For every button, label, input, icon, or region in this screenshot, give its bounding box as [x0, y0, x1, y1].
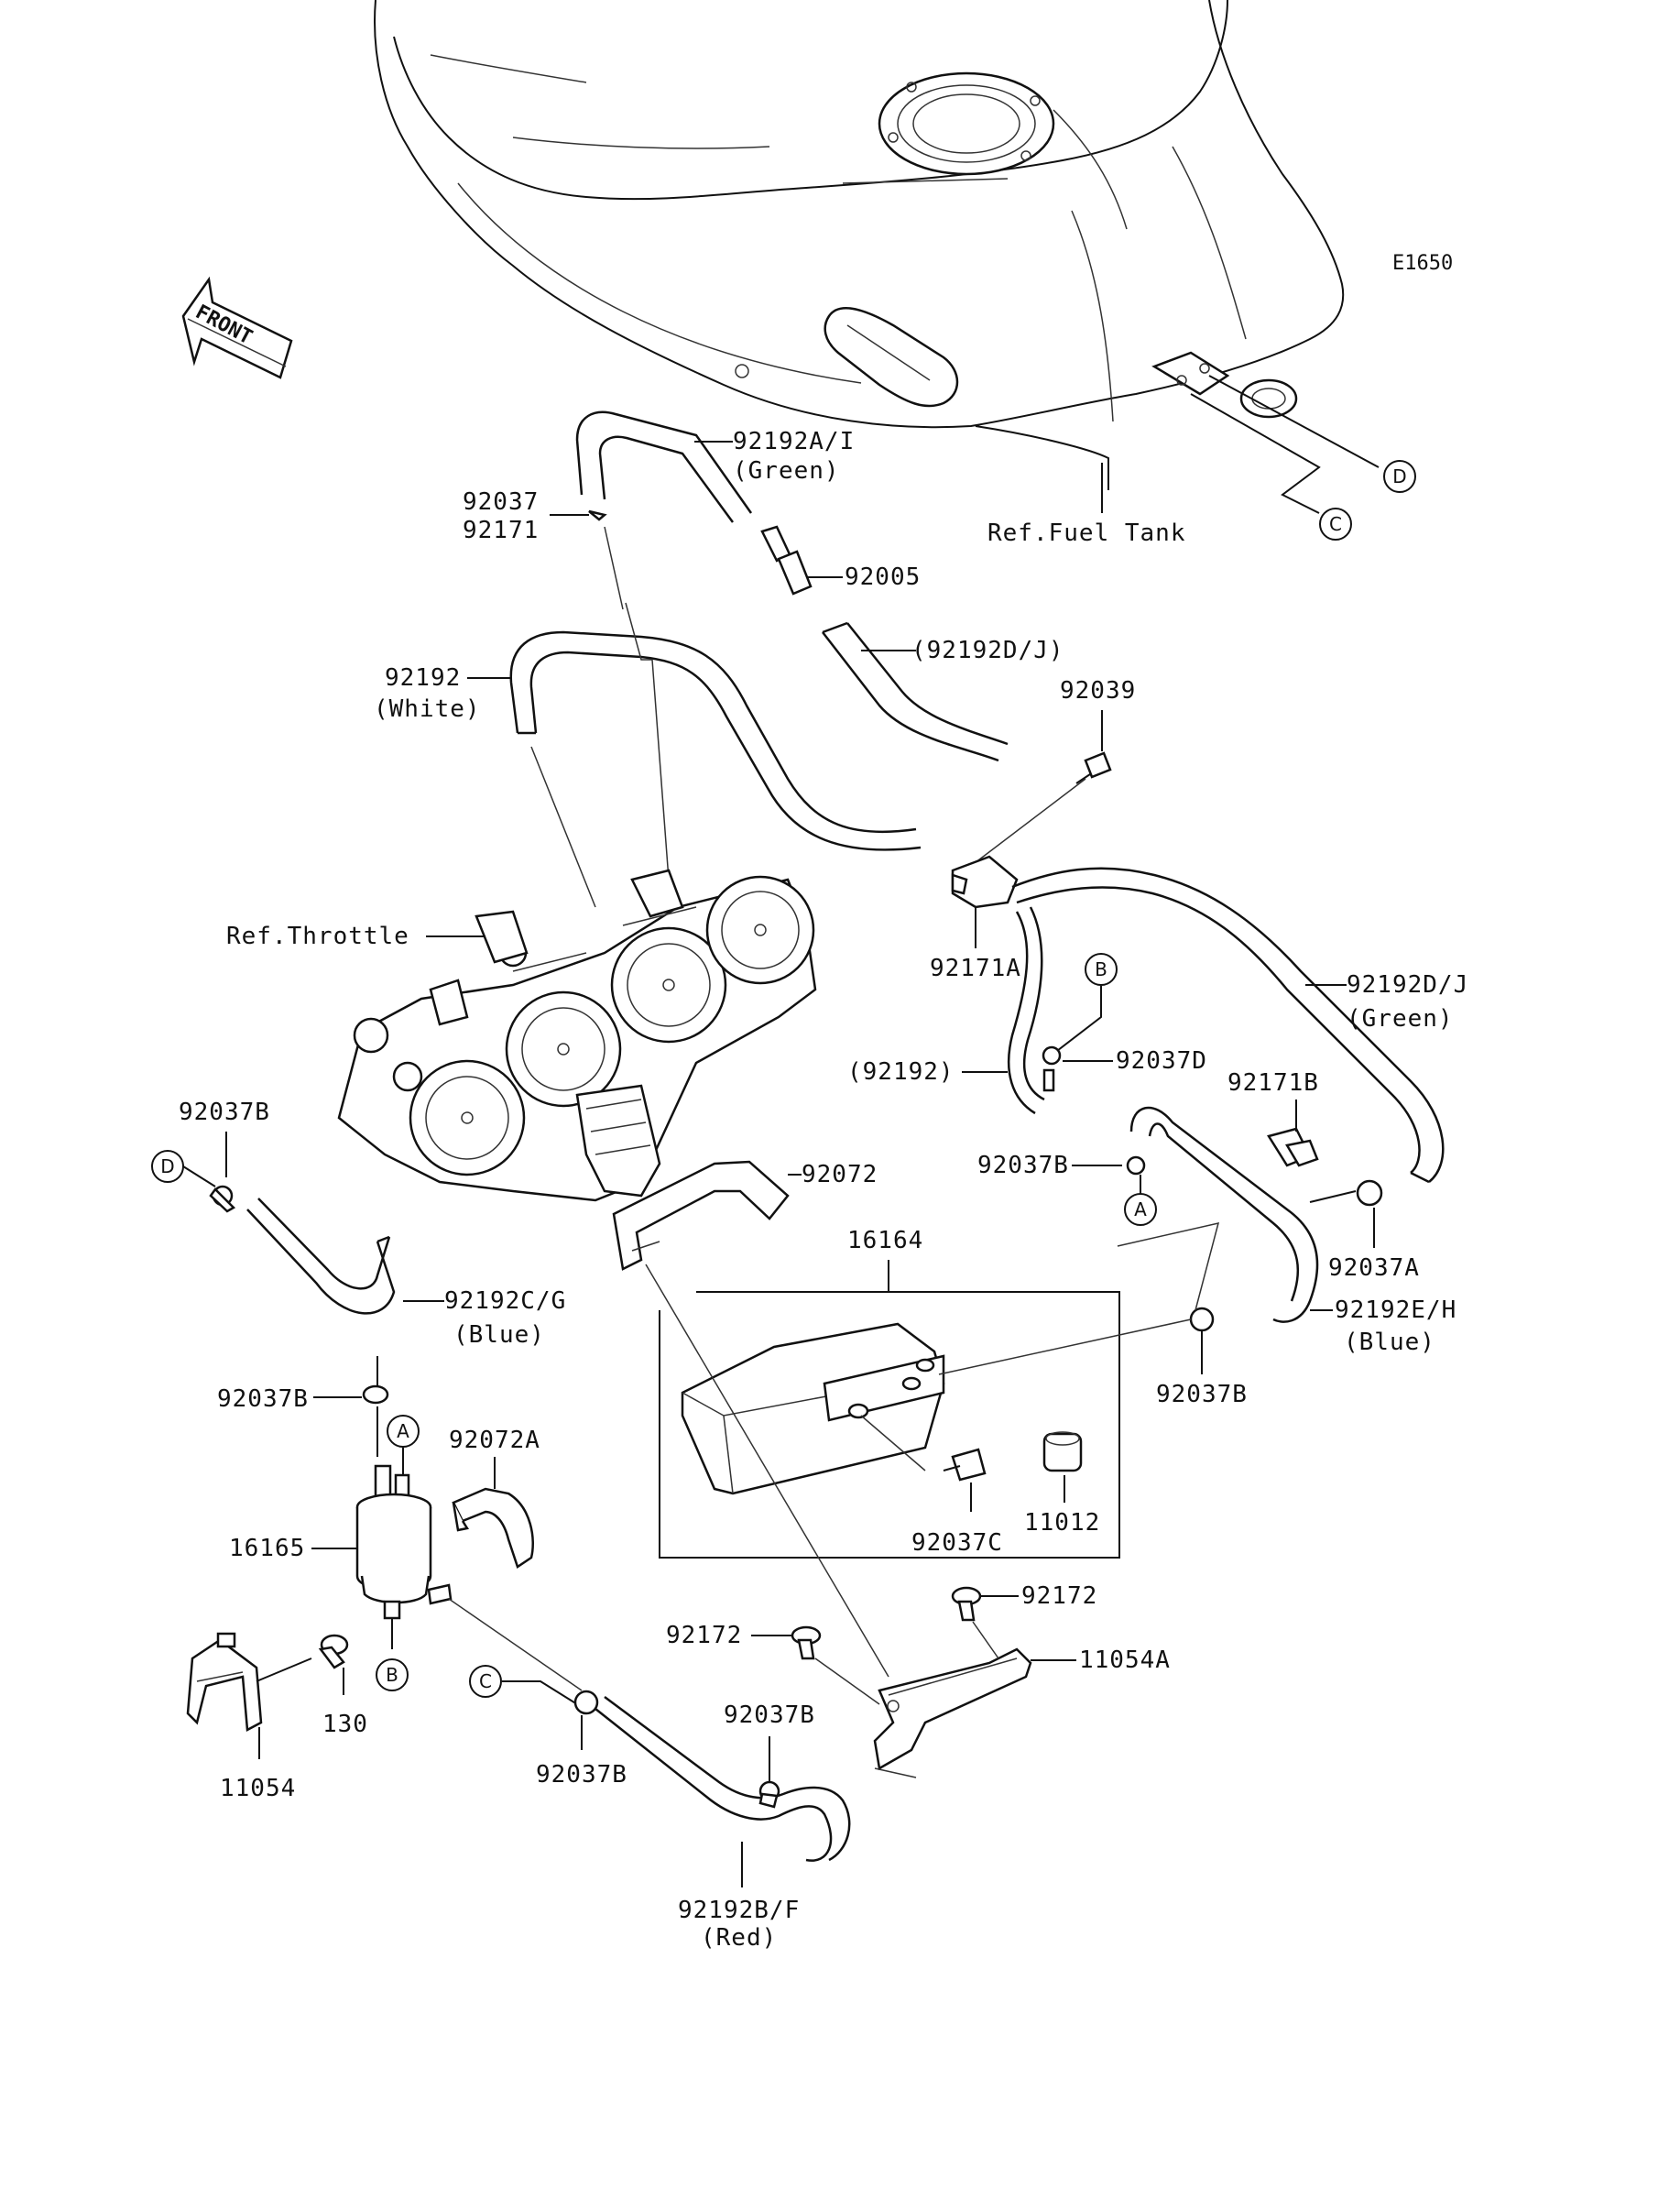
label-92072: 92072	[802, 1161, 878, 1188]
label-92171-top: 92171	[463, 517, 539, 544]
label-11054A: 11054A	[1079, 1647, 1171, 1674]
front-arrow-icon	[181, 276, 293, 379]
label-92192DJ-paren: (92192D/J)	[911, 637, 1064, 664]
label-92037B-a: 92037B	[217, 1385, 309, 1413]
label-92172-a: 92172	[666, 1622, 742, 1649]
joint-92171B	[1267, 1127, 1319, 1167]
hose-92192DJ-upper	[822, 621, 1009, 762]
ref-fuel-tank-label: Ref.Fuel Tank	[987, 520, 1186, 547]
label-92192DJ-color: (Green)	[1347, 1005, 1454, 1033]
label-92037-top: 92037	[463, 488, 539, 516]
hose-92192-small	[1007, 906, 1045, 1115]
label-92005: 92005	[845, 563, 921, 591]
label-92192EH-color: (Blue)	[1344, 1329, 1435, 1356]
label-92037B-mid: 92037B	[977, 1152, 1069, 1179]
svg-text:C: C	[1329, 513, 1342, 535]
clamp-92037B-bot2	[758, 1780, 780, 1809]
hose-92192EH	[1129, 1106, 1319, 1323]
clamp-92037D	[1042, 1045, 1062, 1092]
label-92192EH: 92192E/H	[1335, 1296, 1456, 1324]
screw-92172-a	[791, 1625, 822, 1660]
label-92192AI: 92192A/I	[733, 428, 855, 455]
joint-92005	[760, 525, 813, 596]
label-92172-b: 92172	[1021, 1582, 1097, 1610]
marker-a-left: A	[387, 1415, 420, 1448]
joint-92171A	[951, 855, 1019, 909]
clamp-92037B-left	[209, 1185, 236, 1213]
clip-92072A	[452, 1487, 534, 1569]
clamp-92037C	[943, 1448, 987, 1482]
strap-92072	[612, 1160, 790, 1271]
label-92192-white: 92192	[385, 664, 461, 692]
marker-d-top: D	[1383, 460, 1416, 493]
ref-throttle-label: Ref.Throttle	[226, 923, 409, 950]
label-92037B-bot1: 92037B	[536, 1761, 627, 1789]
label-92037C: 92037C	[911, 1529, 1003, 1557]
clamp-92037B-a	[362, 1384, 389, 1405]
label-92192CG: 92192C/G	[444, 1287, 566, 1315]
label-16164: 16164	[847, 1227, 923, 1254]
hose-92192BF	[595, 1695, 851, 1862]
label-92037A: 92037A	[1328, 1254, 1420, 1282]
marker-a-mid: A	[1124, 1193, 1157, 1226]
label-92037B-left: 92037B	[179, 1099, 270, 1126]
label-92192-paren: (92192)	[847, 1058, 955, 1086]
hose-92192AI	[575, 410, 753, 523]
marker-b-mid: B	[1085, 953, 1118, 986]
throttle-bodies	[337, 869, 817, 1202]
label-92072A: 92072A	[449, 1427, 540, 1454]
label-16165: 16165	[229, 1535, 305, 1562]
screw-92039	[1075, 751, 1112, 784]
svg-text:B: B	[386, 1664, 398, 1686]
marker-c-bottom: C	[469, 1665, 502, 1698]
label-92192-white-color: (White)	[374, 695, 481, 723]
svg-text:B: B	[1095, 958, 1107, 980]
label-92037B-bot2: 92037B	[724, 1701, 815, 1729]
label-92192AI-color: (Green)	[733, 457, 840, 485]
filter-16165	[355, 1464, 453, 1620]
clamp-92037B-bot1	[573, 1690, 599, 1715]
screw-92172-b	[951, 1586, 982, 1622]
clamp-92037A	[1356, 1179, 1383, 1207]
label-11012: 11012	[1024, 1509, 1100, 1537]
clamp-92037B-right	[1189, 1307, 1215, 1332]
bolt-130	[318, 1634, 349, 1669]
label-92037B-right: 92037B	[1156, 1381, 1248, 1408]
hose-92192-white	[509, 630, 922, 851]
label-130: 130	[322, 1711, 368, 1738]
label-11054: 11054	[220, 1775, 296, 1802]
marker-c-top: C	[1319, 508, 1352, 541]
label-92192BF-color: (Red)	[701, 1924, 777, 1952]
bracket-11054	[186, 1632, 263, 1732]
cap-11012	[1042, 1431, 1083, 1472]
canister-16164	[681, 1322, 945, 1495]
label-92039: 92039	[1060, 677, 1136, 705]
marker-b-left: B	[376, 1658, 409, 1691]
bracket-11054A	[873, 1647, 1032, 1770]
label-92192BF: 92192B/F	[678, 1897, 800, 1924]
label-92192CG-color: (Blue)	[453, 1321, 545, 1349]
clamp-92037B-mid	[1126, 1155, 1146, 1176]
label-92171A: 92171A	[930, 955, 1021, 982]
label-92037D: 92037D	[1116, 1047, 1207, 1075]
svg-text:D: D	[1392, 465, 1406, 487]
svg-text:D: D	[160, 1155, 174, 1177]
hose-92192DJ-right	[1011, 867, 1445, 1184]
svg-text:A: A	[397, 1420, 409, 1442]
svg-text:A: A	[1134, 1198, 1147, 1220]
label-92171B: 92171B	[1227, 1069, 1319, 1097]
marker-d-left: D	[151, 1150, 184, 1183]
fuel-tank-outline	[374, 0, 1345, 490]
diagram-code: E1650	[1392, 252, 1453, 275]
hose-92192CG	[246, 1198, 396, 1315]
svg-text:C: C	[479, 1670, 492, 1692]
label-92192DJ: 92192D/J	[1347, 971, 1468, 999]
